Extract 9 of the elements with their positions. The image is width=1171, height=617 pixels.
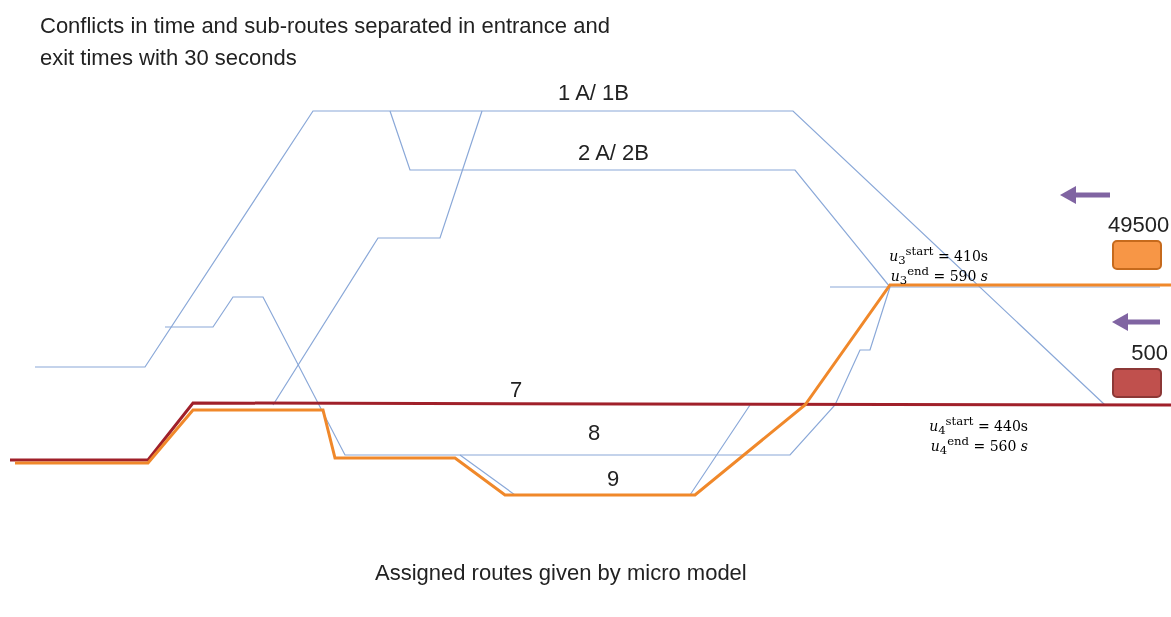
route-label: 1 A/ 1B (558, 80, 629, 106)
caption: Assigned routes given by micro model (375, 560, 747, 586)
train-number: 49500 (1108, 212, 1168, 238)
route-label: 9 (607, 466, 620, 492)
route-label: 8 (588, 420, 601, 446)
route-label: 7 (510, 377, 523, 403)
title: Conflicts in time and sub-routes separated in entrance and exit times with 30 seconds (40, 12, 611, 72)
train-number: 500 (1130, 340, 1168, 366)
route-label: 2 A/ 2B (578, 140, 649, 166)
